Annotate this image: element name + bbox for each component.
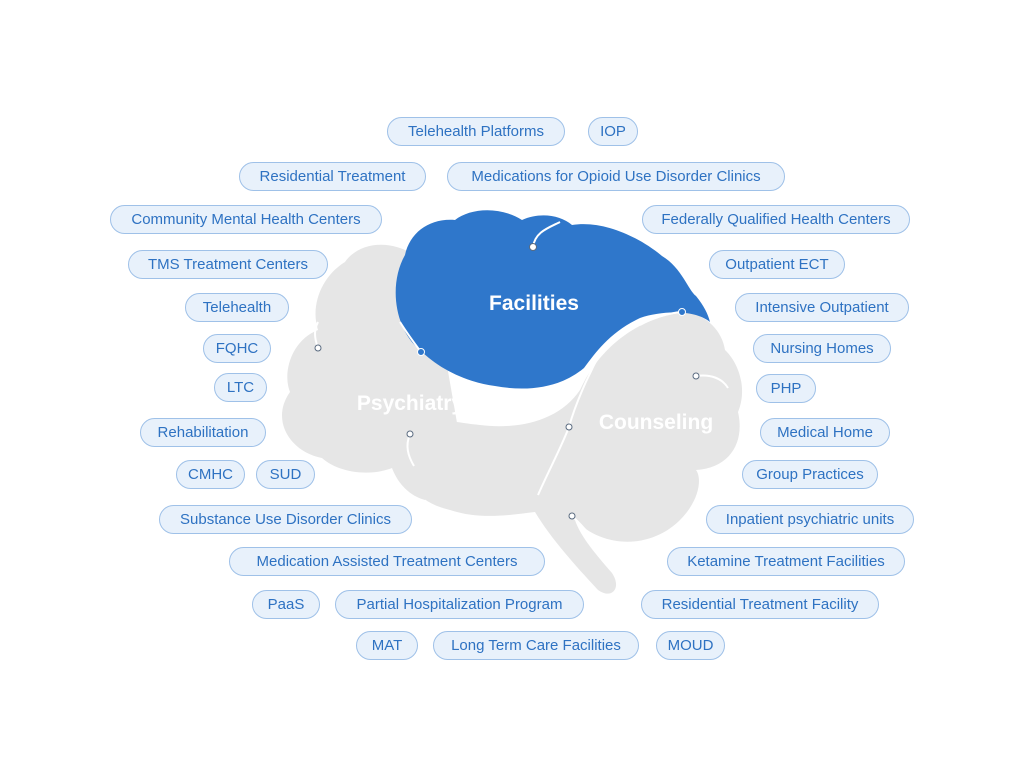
connector-node <box>314 344 322 352</box>
tag-medication-assisted-treatment-centers[interactable]: Medication Assisted Treatment Centers <box>229 547 545 576</box>
tag-php[interactable]: PHP <box>756 374 816 403</box>
tag-fqhc[interactable]: FQHC <box>203 334 271 363</box>
tag-federally-qualified-health-centers[interactable]: Federally Qualified Health Centers <box>642 205 910 234</box>
counseling-shape <box>403 312 743 594</box>
tag-ltc[interactable]: LTC <box>214 373 267 402</box>
connector-line <box>568 349 603 428</box>
tag-moud[interactable]: MOUD <box>656 631 725 660</box>
brain-counseling-lobe <box>403 312 743 594</box>
facilities-shape <box>395 210 710 389</box>
connector-node <box>692 372 700 380</box>
tag-sud[interactable]: SUD <box>256 460 315 489</box>
tag-inpatient-psychiatric-units[interactable]: Inpatient psychiatric units <box>706 505 914 534</box>
connector-node <box>406 430 414 438</box>
tag-mat[interactable]: MAT <box>356 631 418 660</box>
tag-partial-hospitalization-program[interactable]: Partial Hospitalization Program <box>335 590 584 619</box>
tag-tms-treatment-centers[interactable]: TMS Treatment Centers <box>128 250 328 279</box>
tag-nursing-homes[interactable]: Nursing Homes <box>753 334 891 363</box>
tag-residential-treatment-facility[interactable]: Residential Treatment Facility <box>641 590 879 619</box>
connector-node <box>568 512 576 520</box>
tag-telehealth-platforms[interactable]: Telehealth Platforms <box>387 117 565 146</box>
tag-medications-for-opioid-use-disorder-clinics[interactable]: Medications for Opioid Use Disorder Clin… <box>447 162 785 191</box>
tag-community-mental-health-centers[interactable]: Community Mental Health Centers <box>110 205 382 234</box>
facilities-label: Facilities <box>489 292 579 315</box>
tag-substance-use-disorder-clinics[interactable]: Substance Use Disorder Clinics <box>159 505 412 534</box>
tag-ketamine-treatment-facilities[interactable]: Ketamine Treatment Facilities <box>667 547 905 576</box>
connector-node <box>529 243 537 251</box>
connector-node <box>417 348 425 356</box>
brain-facilities-lobe <box>395 210 710 389</box>
tag-residential-treatment[interactable]: Residential Treatment <box>239 162 426 191</box>
tag-telehealth[interactable]: Telehealth <box>185 293 289 322</box>
tag-rehabilitation[interactable]: Rehabilitation <box>140 418 266 447</box>
connector-node <box>565 423 573 431</box>
tag-long-term-care-facilities[interactable]: Long Term Care Facilities <box>433 631 639 660</box>
connector-line <box>571 515 605 557</box>
brain-connector-nodes <box>314 243 700 520</box>
connector-node <box>678 308 686 316</box>
psychiatry-label: Psychiatry <box>356 392 464 415</box>
counseling-label: Counseling <box>598 411 714 434</box>
tag-iop[interactable]: IOP <box>588 117 638 146</box>
tag-outpatient-ect[interactable]: Outpatient ECT <box>709 250 845 279</box>
tag-group-practices[interactable]: Group Practices <box>742 460 878 489</box>
connector-line <box>537 426 570 496</box>
tag-paas[interactable]: PaaS <box>252 590 320 619</box>
tag-cmhc[interactable]: CMHC <box>176 460 245 489</box>
tag-medical-home[interactable]: Medical Home <box>760 418 890 447</box>
tag-intensive-outpatient[interactable]: Intensive Outpatient <box>735 293 909 322</box>
